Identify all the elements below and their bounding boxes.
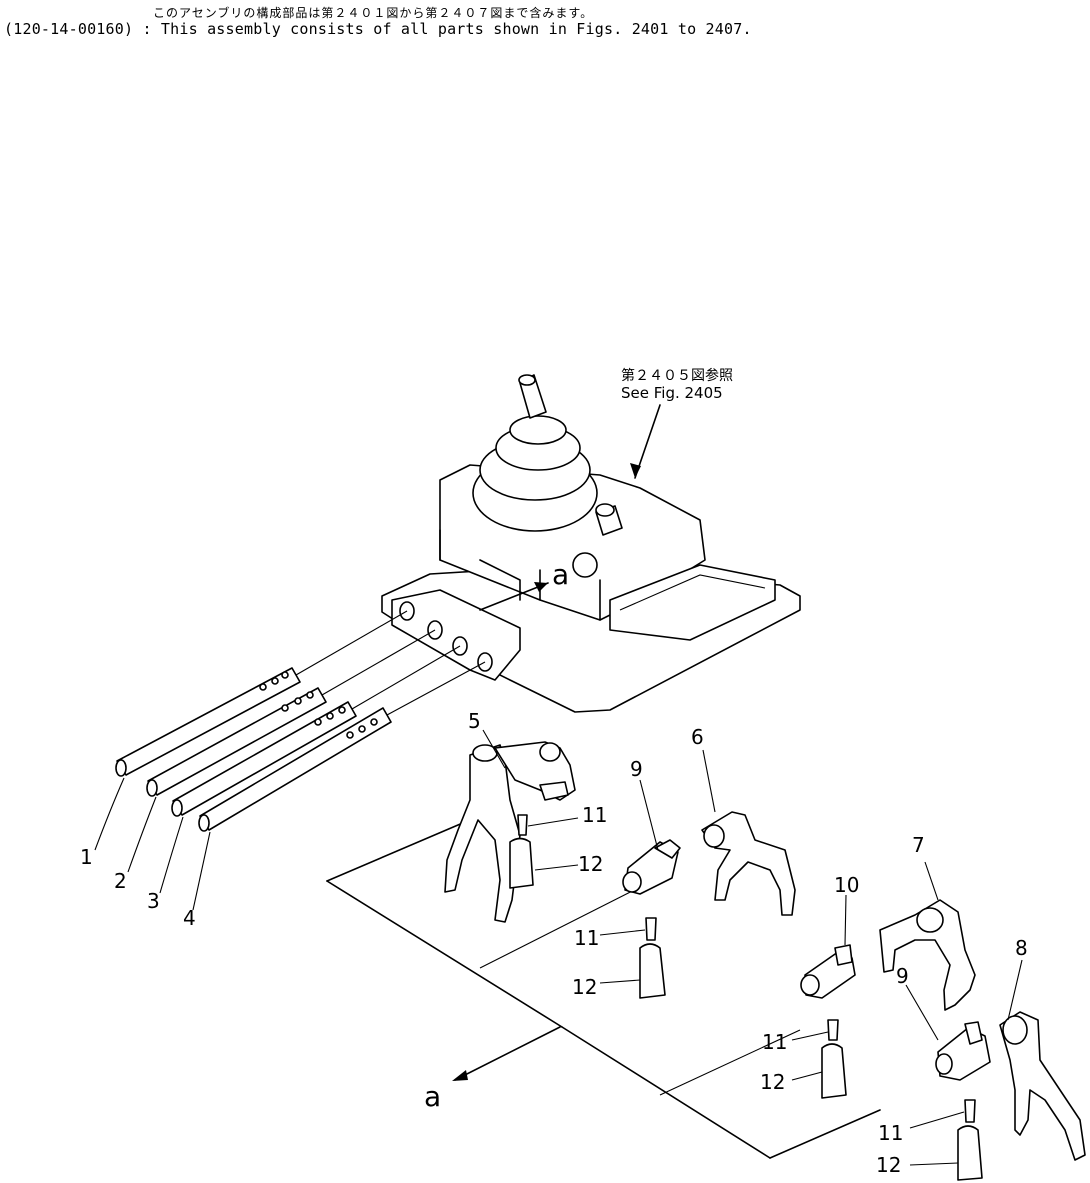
shift-block-9-upper — [622, 839, 681, 999]
labels: 第２４０５図参照 See Fig. 2405 a a 1 2 3 4 5 6 7… — [80, 367, 1028, 1177]
part-label-11-c: 11 — [762, 1030, 787, 1054]
part-label-11-a: 11 — [582, 803, 607, 827]
shift-block-10 — [800, 944, 856, 1099]
shift-fork-7 — [879, 899, 976, 1011]
part-label-12-d: 12 — [876, 1153, 901, 1177]
part-label-11-d: 11 — [878, 1121, 903, 1145]
reference-note-english: See Fig. 2405 — [621, 384, 723, 402]
part-label-10: 10 — [834, 873, 859, 897]
rail-leaders — [94, 777, 211, 911]
shift-fork-6 — [701, 811, 796, 916]
part-label-5: 5 — [468, 709, 481, 733]
view-arrow-upper — [479, 582, 549, 611]
leader-lines — [482, 729, 1023, 1166]
part-label-1: 1 — [80, 845, 93, 869]
shift-block-9-lower — [935, 1021, 991, 1181]
view-marker-upper: a — [552, 558, 569, 591]
part-label-9-lower: 9 — [896, 964, 909, 988]
header-english-text: (120-14-00160) : This assembly consists … — [4, 20, 752, 38]
part-label-6: 6 — [691, 725, 704, 749]
part-label-11-b: 11 — [574, 926, 599, 950]
shift-rails-drawing — [115, 610, 486, 832]
reference-note-japanese: 第２４０５図参照 — [621, 367, 733, 384]
part-label-9-upper: 9 — [630, 757, 643, 781]
header-japanese-text: このアセンブリの構成部品は第２４０１図から第２４０７図まで含みます。 — [153, 6, 594, 20]
shift-fork-8 — [999, 1011, 1086, 1161]
part-label-12-b: 12 — [572, 975, 597, 999]
part-label-7: 7 — [912, 833, 925, 857]
part-label-8: 8 — [1015, 936, 1028, 960]
shift-housing-drawing — [381, 374, 801, 713]
part-label-2: 2 — [114, 869, 127, 893]
part-label-12-a: 12 — [578, 852, 603, 876]
view-marker-lower: a — [424, 1080, 441, 1113]
reference-plane — [326, 821, 881, 1159]
shift-fork-5 — [444, 741, 576, 923]
part-label-12-c: 12 — [760, 1070, 785, 1094]
part-label-3: 3 — [147, 889, 160, 913]
reference-arrow — [630, 404, 661, 479]
part-label-4: 4 — [183, 906, 196, 930]
header: このアセンブリの構成部品は第２４０１図から第２４０７図まで含みます。 (120-… — [0, 0, 1090, 45]
